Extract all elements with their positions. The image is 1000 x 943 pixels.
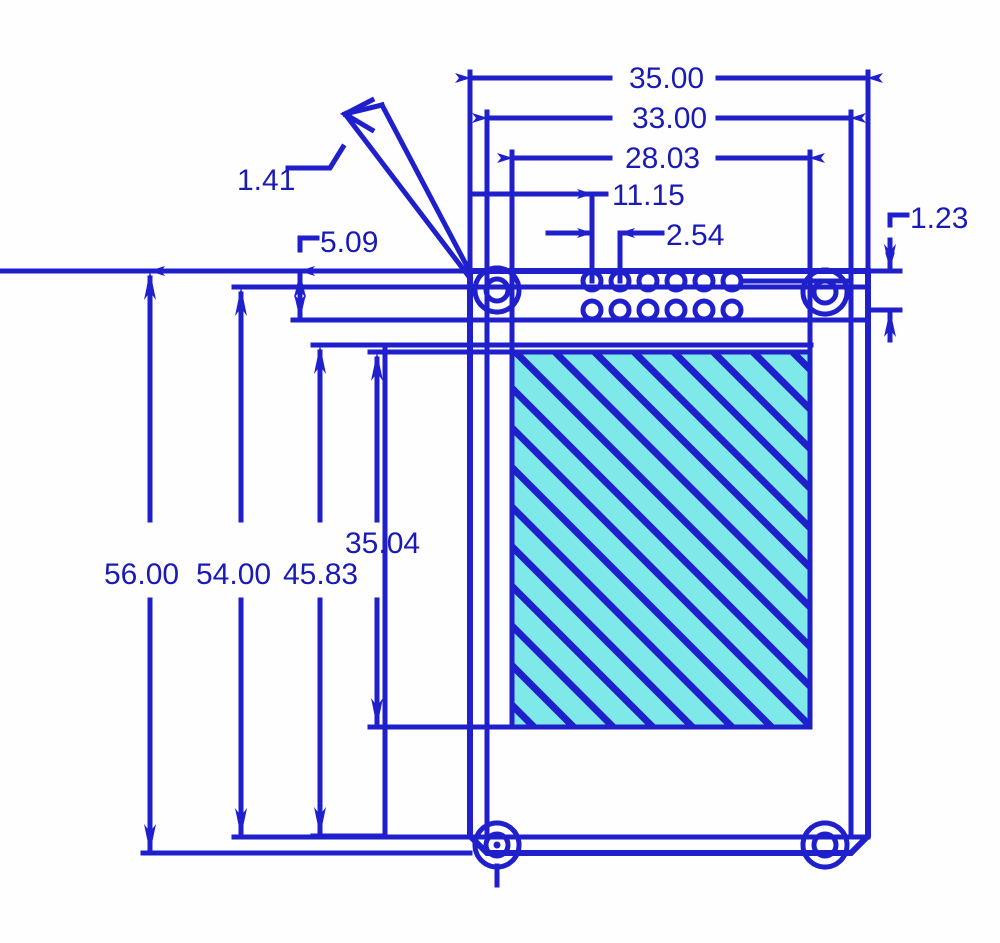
extension-lines-left	[140, 268, 515, 856]
extension-lines-top	[467, 69, 871, 355]
mounting-hole-bottom-right	[800, 820, 850, 870]
dim-label-3504: 35.04	[345, 527, 420, 560]
dim-label-33: 33.00	[632, 102, 707, 135]
display-active-area	[509, 349, 813, 730]
dim-label-35: 35.00	[629, 62, 704, 95]
vertical-dim-arrowheads	[144, 244, 896, 853]
dim-label-4583: 45.83	[283, 558, 358, 591]
dim-label-141: 1.41	[237, 164, 295, 197]
mounting-hole-top-left	[472, 265, 522, 315]
dim-pin-pitch-254	[545, 228, 665, 284]
dim-label-123: 1.23	[910, 202, 968, 235]
dim-chamfer-141	[285, 96, 474, 282]
dim-label-1115: 11.15	[612, 179, 685, 212]
mounting-hole-bottom-left	[472, 820, 522, 888]
display-glass-outline	[382, 342, 814, 839]
dim-label-509: 5.09	[320, 226, 378, 259]
dim-label-5400: 54.00	[196, 558, 271, 591]
dim-label-5600: 56.00	[104, 558, 179, 591]
dim-label-2803: 28.03	[625, 142, 700, 175]
dim-height-5600	[0, 266, 165, 856]
dim-label-254: 2.54	[666, 219, 724, 252]
